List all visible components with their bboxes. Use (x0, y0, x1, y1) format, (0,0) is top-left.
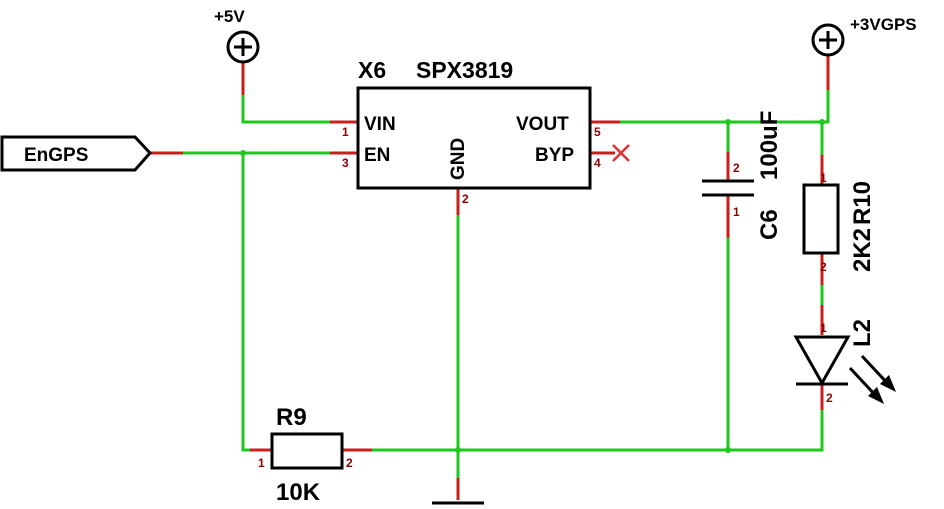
ic-num-vin: 1 (342, 125, 349, 139)
ic-num-gnd: 2 (462, 192, 469, 206)
r10-pin-bot: 2 (820, 260, 827, 274)
pin-stubs (150, 55, 830, 500)
resistor-r10: 1 2 R10 2K2 (802, 171, 876, 274)
led-emission-arrows-icon (848, 354, 896, 404)
c6-ref: C6 (756, 209, 783, 240)
resistor-r9: R9 10K 1 2 (258, 404, 353, 506)
ic-part: SPX3819 (416, 57, 513, 83)
junctions (240, 119, 825, 453)
wire-vout-rail (618, 88, 830, 124)
net-engps: EnGPS (0, 135, 153, 172)
power-3vgps-label: +3VGPS (850, 15, 917, 34)
net-engps-label: EnGPS (24, 145, 88, 166)
power-5v-symbol: +5V (214, 7, 260, 64)
ic-x6: X6 SPX3819 VIN EN VOUT BYP GND 1 3 5 4 2 (342, 57, 630, 206)
r10-ref: R10 (849, 181, 876, 225)
ic-pin-vout: VOUT (516, 114, 569, 135)
wire-5v-vin (241, 93, 332, 124)
c6-pin-bot: 1 (733, 205, 740, 219)
capacitor-c6: 2 1 C6 100uF (702, 111, 783, 240)
ic-num-vout: 5 (594, 125, 601, 139)
r10-pin-top: 1 (820, 171, 827, 185)
r9-ref: R9 (276, 404, 307, 431)
wires (181, 88, 830, 480)
ic-pin-byp: BYP (535, 145, 574, 166)
ic-pin-gnd: GND (448, 138, 469, 180)
ic-num-en: 3 (342, 156, 349, 170)
ic-num-byp: 4 (594, 156, 601, 170)
no-connect-icon (612, 144, 630, 162)
led-l2: 1 2 L2 (793, 319, 896, 405)
r10-value: 2K2 (849, 228, 876, 272)
l2-pin-top: 1 (820, 321, 827, 335)
l2-pin-bot: 2 (826, 391, 833, 405)
c6-value: 100uF (756, 111, 783, 180)
power-3vgps-symbol: +3VGPS (811, 15, 917, 57)
r9-value: 10K (276, 479, 321, 506)
c6-pin-top: 2 (733, 161, 740, 175)
ic-ref: X6 (358, 57, 386, 83)
l2-ref: L2 (849, 319, 876, 347)
wire-en-r9 (241, 151, 252, 452)
ic-pin-vin: VIN (364, 114, 396, 135)
r9-pin-left: 1 (258, 456, 265, 470)
r9-pin-right: 2 (346, 456, 353, 470)
power-5v-label: +5V (214, 7, 245, 26)
wire-r9-bottom-rail (370, 408, 824, 452)
ic-pin-en: EN (364, 145, 390, 166)
